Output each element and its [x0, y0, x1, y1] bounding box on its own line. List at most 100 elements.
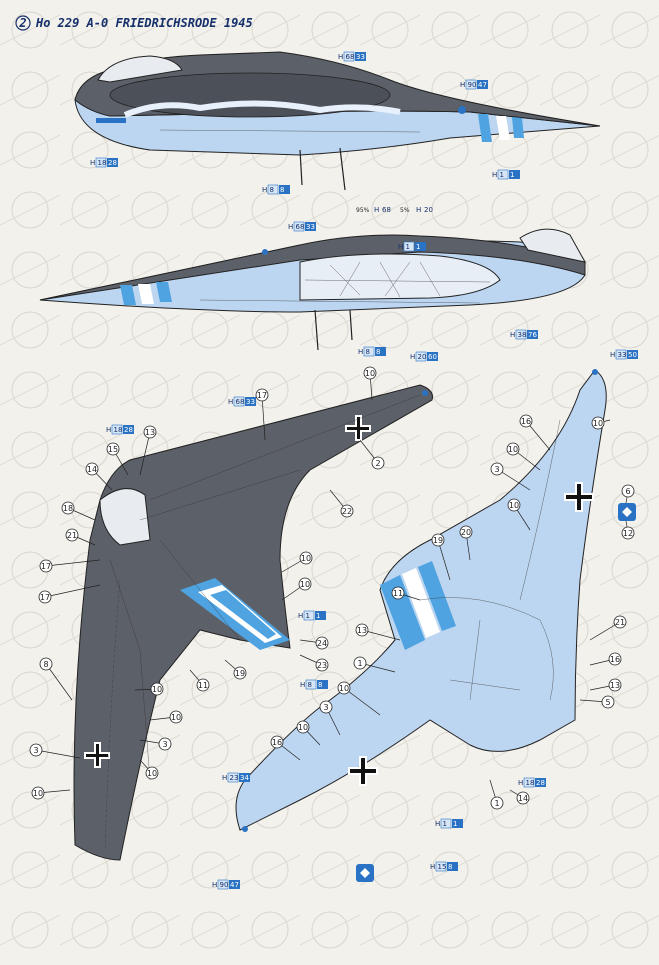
callout-circle	[38, 590, 52, 604]
color-code-h: H	[106, 426, 111, 434]
callout-circle	[145, 766, 159, 780]
callout-circle	[601, 695, 615, 709]
color-code-tab	[317, 680, 328, 689]
callout-11: 10	[149, 710, 183, 724]
callout-leader-line	[261, 394, 266, 441]
callout-number: 11	[198, 681, 208, 690]
callout-number: 15	[108, 445, 118, 454]
side2-stripe-1	[120, 285, 136, 305]
bottom-panel-lines	[419, 419, 561, 701]
callout-number: 16	[521, 417, 531, 426]
callout-29: 20	[459, 525, 473, 561]
callout-circle	[158, 737, 172, 751]
bottom-wingtip-light	[592, 369, 598, 375]
callout-circle	[65, 528, 79, 542]
color-code-number: 1	[306, 612, 310, 620]
color-code-label: 33	[246, 398, 255, 406]
callout-circle	[315, 636, 329, 650]
callout-number: 5	[605, 698, 610, 707]
callout-number: 10	[152, 685, 162, 694]
color-code-h: H	[262, 186, 267, 194]
callout-22: 24	[299, 636, 329, 650]
callout-number: 10	[339, 684, 349, 693]
side2-engine-bay	[299, 253, 501, 301]
callout-circle	[608, 678, 622, 692]
callout-circle	[270, 735, 284, 749]
color-code-tab	[279, 185, 290, 194]
color-code-box	[293, 221, 305, 232]
callout-leader-line	[437, 539, 451, 581]
callout-circle	[299, 551, 313, 565]
color-code-label: 47	[230, 881, 239, 889]
callout-number: 23	[317, 661, 327, 670]
color-code-tab	[355, 52, 366, 61]
callout-10: 8	[39, 657, 73, 701]
color-code-label: 1	[416, 243, 420, 251]
callout-number: 12	[623, 529, 633, 538]
callout-circle	[337, 681, 351, 695]
mix-a-h: H	[374, 206, 379, 214]
callout-number: 10	[33, 789, 43, 798]
color-code-label: 33	[306, 223, 315, 231]
color-code-box	[305, 679, 317, 690]
color-code-number: 38	[518, 331, 527, 339]
callout-circle	[296, 720, 310, 734]
color-code-number: 90	[468, 81, 477, 89]
color-code-h: H	[430, 863, 435, 871]
color-code-label: 50	[628, 351, 637, 359]
callout-27: 3	[490, 462, 531, 491]
callout-number: 21	[67, 531, 77, 540]
color-code-number: 15	[438, 863, 447, 871]
callout-circle	[507, 498, 521, 512]
callout-44: 10	[591, 416, 611, 430]
color-code-number: 1	[406, 243, 410, 251]
callout-leader-line	[139, 431, 151, 476]
side1-gun-port	[96, 118, 126, 123]
color-code-h: H	[410, 353, 415, 361]
callout-number: 8	[43, 660, 48, 669]
color-code-box	[515, 329, 527, 340]
color-code-h: H	[288, 223, 293, 231]
callout-46: 12	[621, 520, 635, 540]
color-code-number: 18	[98, 159, 107, 167]
top-canopy	[99, 488, 151, 546]
side1-stripe-1	[478, 114, 492, 142]
callout-number: 16	[272, 738, 282, 747]
side1-nose-gear	[299, 149, 303, 186]
color-code-tab	[415, 242, 426, 251]
side1-main-gear	[339, 147, 346, 191]
callout-41: 16	[589, 652, 622, 666]
callout-circle	[150, 682, 164, 696]
color-code-h: H	[300, 681, 305, 689]
color-code-box	[403, 241, 415, 252]
callout-number: 22	[342, 507, 352, 516]
callout-circle	[340, 504, 354, 518]
color-code-h: H	[460, 81, 465, 89]
callout-circle	[591, 416, 605, 430]
callout-number: 13	[145, 428, 155, 437]
callout-leader-line	[35, 749, 81, 759]
callout-4: 15	[106, 442, 129, 476]
color-code-h: H	[228, 398, 233, 406]
color-code-tab	[452, 819, 463, 828]
color-code-h: H	[298, 612, 303, 620]
decal-arrows-icon	[622, 507, 632, 517]
callout-number: 10	[301, 554, 311, 563]
callout-circle	[319, 700, 333, 714]
callout-circle	[506, 442, 520, 456]
callout-13: 3	[139, 737, 172, 751]
callout-43: 5	[579, 695, 615, 709]
callout-circle	[431, 533, 445, 547]
color-code-h: H	[492, 171, 497, 179]
decal-arrows-icon-2	[360, 868, 370, 878]
color-code-tab	[229, 880, 240, 889]
color-code-box	[267, 184, 279, 195]
top-panel-lines	[109, 394, 421, 781]
callout-circle	[363, 366, 377, 380]
bottom-balkenkreuz-1	[564, 482, 594, 512]
